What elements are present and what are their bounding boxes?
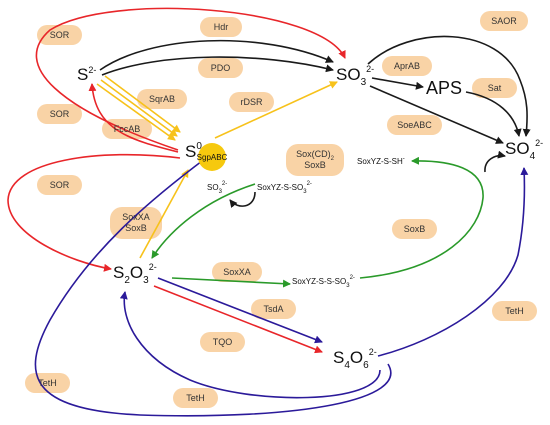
enzyme-pdo: PDO [211, 63, 231, 73]
arrow-green-s2o3-soxyz [171, 277, 291, 288]
pill-saor [480, 11, 528, 31]
enzyme-sor-top: SOR [50, 30, 70, 40]
arrow-red-s2o3-s4o6 [153, 285, 323, 354]
enzyme-sor-low: SOR [50, 180, 70, 190]
enzyme-tsda: TsdA [263, 304, 283, 314]
compound-sulfite: SO32- [336, 64, 374, 88]
pill-tqo [200, 332, 245, 352]
compound-soxyz-ssh: SoxYZ-S-SH- [357, 156, 405, 166]
enzyme-teth-left: TetH [38, 378, 57, 388]
enzyme-soxcd: Sox(CD)2 [296, 149, 335, 162]
compound-soxyz-sso3: SoxYZ-S-SO32- [257, 181, 312, 195]
enzyme-soxcd-soxb: SoxB [304, 160, 326, 170]
sgpabc-label: SgpABC [197, 153, 228, 162]
arrow-yellow-s2-s0-a [96, 83, 176, 141]
arrow-black-so3-so4-soe [369, 85, 504, 144]
arrow-black-small-so3 [229, 191, 256, 208]
arrow-red-top [35, 7, 346, 151]
pill-teth-left [25, 373, 70, 393]
enzyme-teth-right: TetH [505, 306, 524, 316]
enzyme-soxxa-soxb-a: SoxXA [122, 212, 150, 222]
arrow-black-aps-so4 [465, 91, 522, 137]
arrow-red-to-s2 [88, 83, 179, 153]
arrow-yellow-s2-s0-c [104, 75, 181, 133]
compound-aps: APS [426, 78, 462, 98]
enzyme-hdr: Hdr [214, 22, 229, 32]
arrow-black-s2-so3-upper [99, 39, 334, 71]
compound-tetrathionate: S4O62- [333, 347, 377, 371]
arrow-navy-s4o6-s2o3 [119, 291, 381, 399]
enzyme-fccab: FccAB [114, 124, 141, 134]
pill-soxb [392, 219, 437, 239]
enzyme-sqrab: SqrAB [149, 94, 175, 104]
pill-teth-bottom [173, 388, 218, 408]
pill-hdr [200, 17, 242, 37]
enzyme-sor-mid: SOR [50, 109, 70, 119]
enzyme-teth-bottom: TetH [186, 393, 205, 403]
enzyme-sat: Sat [488, 83, 502, 93]
arrow-green-right-loop [359, 156, 484, 279]
pill-teth-right [492, 301, 537, 321]
arrow-black-so3-aps [371, 77, 424, 90]
enzyme-aprab: AprAB [394, 61, 420, 71]
compound-soxyz-ssso3: SoxYZ-S-S-SO32- [292, 275, 355, 289]
compound-elemental-sulfur: S0 [185, 141, 202, 161]
enzyme-saor: SAOR [491, 16, 517, 26]
pill-sor-top [37, 25, 82, 45]
pill-sqrab [137, 89, 187, 109]
enzyme-tqo: TQO [213, 337, 233, 347]
arrow-navy-s2o3-s4o6 [157, 277, 323, 344]
enzyme-labels: SOR Hdr SAOR PDO AprAB Sat SOR SqrAB rDS… [38, 16, 524, 403]
pill-sor-mid [37, 104, 82, 124]
arrows [7, 7, 531, 417]
arrow-black-s2-so3-lower [101, 56, 334, 76]
pill-fccab [102, 119, 152, 139]
compound-thiosulfate: S2O32- [113, 262, 157, 286]
pill-sor-low [37, 175, 82, 195]
arrow-navy-s4o6-s0 [34, 157, 392, 417]
pill-pdo [198, 58, 243, 78]
arrow-yellow-s2-s0-b [100, 79, 178, 137]
pill-soxxa [212, 262, 262, 282]
enzyme-rdsr: rDSR [241, 97, 263, 107]
pill-aprab [382, 56, 432, 76]
arrow-black-so3-so4-saor [367, 35, 531, 137]
arrow-yellow-s2o3-s0 [139, 169, 189, 259]
enzyme-pills [25, 11, 537, 408]
pill-rdsr [229, 92, 274, 112]
compound-sulfate: SO42- [505, 138, 543, 162]
arrow-yellow-s0-so3 [214, 81, 338, 139]
compound-sulfite-small: SO32- [207, 181, 227, 195]
enzyme-soxxa: SoxXA [223, 267, 251, 277]
pill-sat [472, 78, 517, 98]
enzyme-soeabc: SoeABC [397, 120, 432, 130]
arrow-red-to-s2o3 [7, 153, 181, 272]
pill-tsda [251, 299, 296, 319]
enzyme-soxxa-soxb-b: SoxB [125, 223, 147, 233]
compound-sulfide: S2- [77, 65, 96, 84]
arrow-green-to-s2o3 [151, 183, 256, 259]
sgpabc-circle [198, 143, 226, 171]
arrow-black-curl [484, 150, 506, 173]
arrow-navy-s4o6-so4 [377, 167, 529, 357]
pill-soxcd [286, 144, 344, 176]
pill-soeabc [387, 115, 442, 135]
enzyme-soxb: SoxB [404, 224, 426, 234]
pill-soxxa-soxb [110, 207, 162, 239]
